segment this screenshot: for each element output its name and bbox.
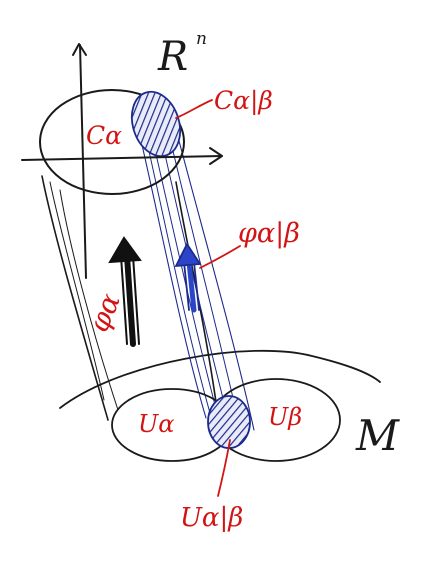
open-set-beta-label: Uβ [268, 403, 302, 431]
chart-image-alpha-ellipse [39, 89, 185, 195]
phi-alpha-label: φα [82, 288, 127, 336]
open-set-alpha-beta-label: Uα|β [180, 503, 243, 533]
phi-alpha-beta-arrow [174, 242, 202, 313]
phi-alpha-arrow [108, 236, 142, 347]
chart-image-alpha-beta-region [130, 90, 182, 158]
space-label: R [157, 34, 188, 80]
phi-alpha-beta-leader [199, 245, 241, 269]
space-superscript: n [196, 29, 207, 49]
chart-image-alpha-label: Cα [86, 121, 122, 150]
open-set-alpha-label: Uα [138, 410, 174, 438]
phi-alpha-beta-label: φα|β [238, 218, 300, 249]
rn-axes [21, 43, 223, 279]
chart-image-alpha-beta-leader [175, 99, 213, 119]
manifold-boundary-curve [59, 349, 381, 409]
manifold-label: M [355, 411, 400, 460]
open-set-alpha-beta-leader [217, 439, 231, 497]
open-set-alpha-beta-region [207, 395, 251, 449]
alpha-cylinder [41, 175, 217, 421]
chart-image-alpha-beta-label: Cα|β [214, 86, 273, 116]
